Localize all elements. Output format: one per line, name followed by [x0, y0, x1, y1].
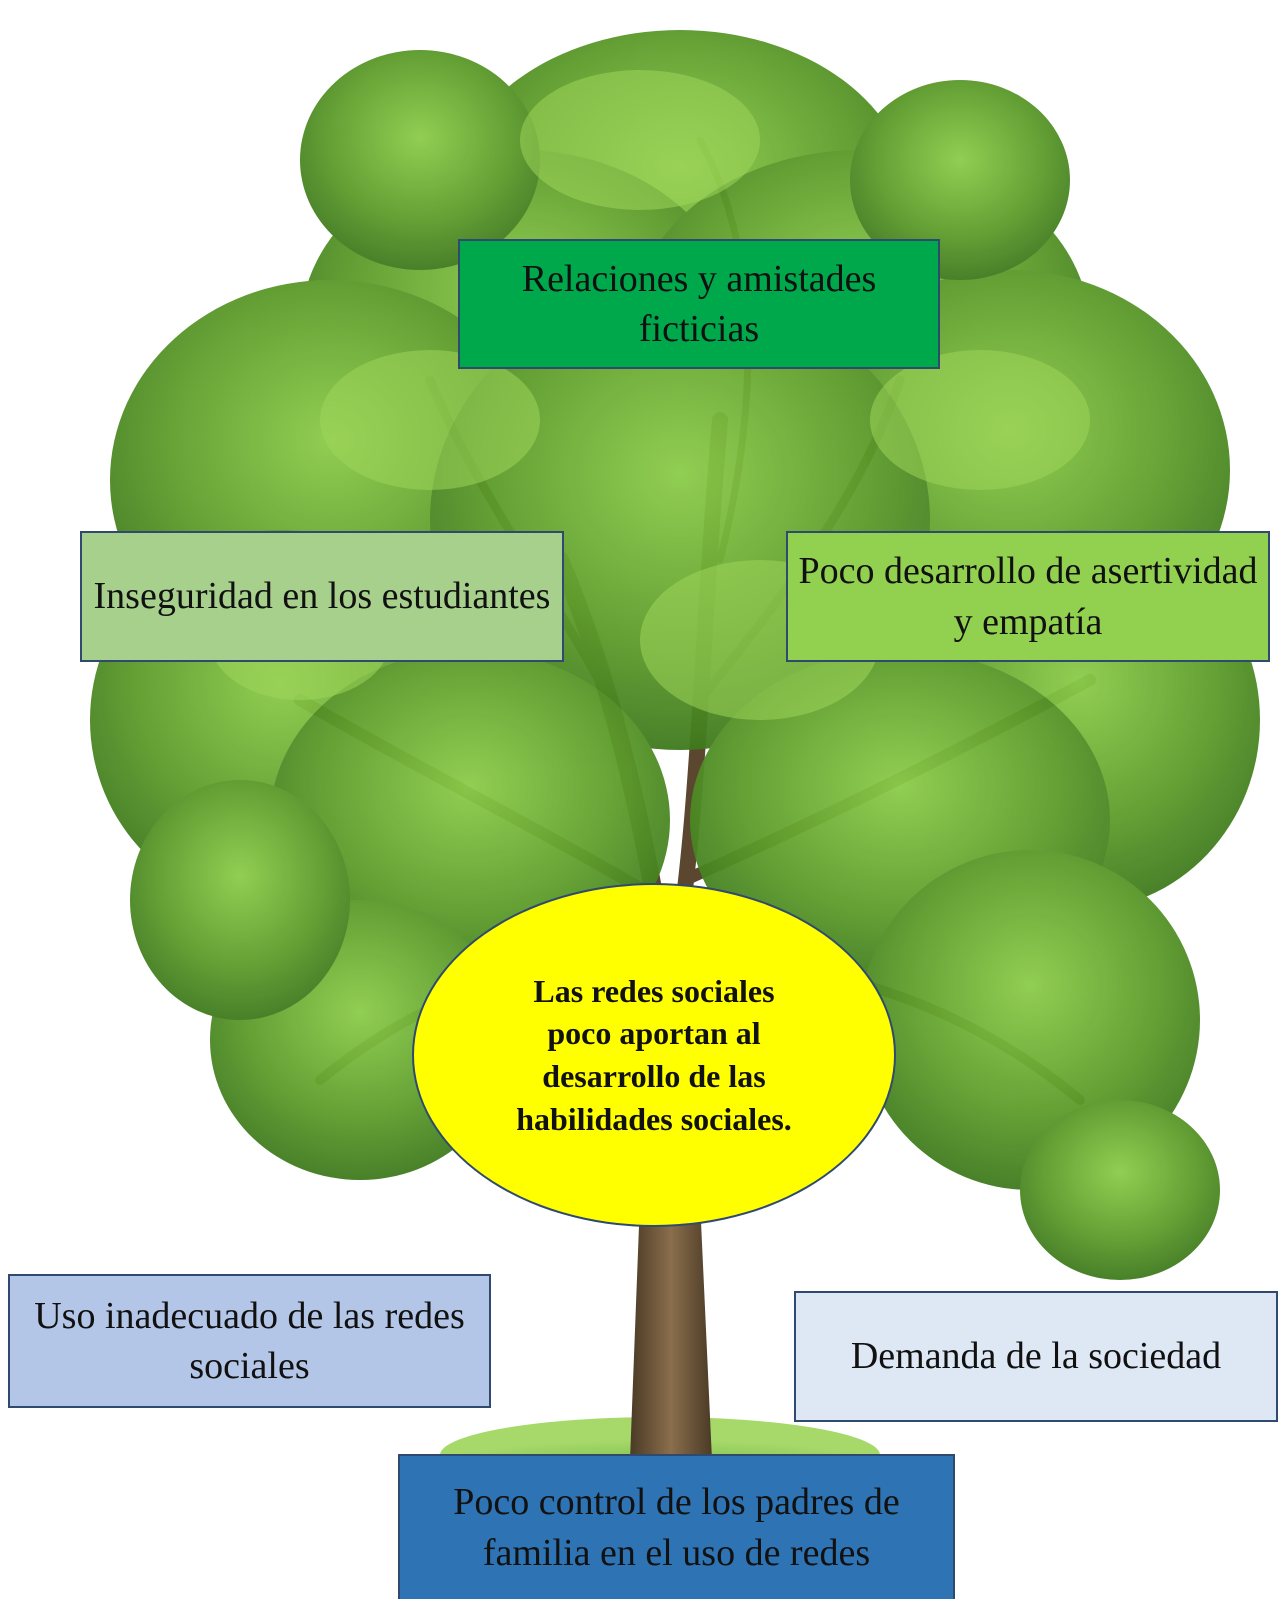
cause-right-text: Demanda de la sociedad	[850, 1335, 1222, 1378]
effect-left-text: Inseguridad en los estudiantes	[93, 575, 551, 618]
effect-box-left: Inseguridad en los estudiantes	[80, 531, 564, 662]
effect-right-text: Poco desarrollo de asertividad y empatía	[798, 550, 1258, 643]
cause-box-bottom: Poco control de los padres de familia en…	[398, 1454, 955, 1599]
effect-top-text: Relaciones y amistades ficticias	[521, 257, 877, 350]
effect-box-top: Relaciones y amistades ficticias	[458, 239, 940, 369]
cause-box-right: Demanda de la sociedad	[794, 1291, 1278, 1422]
effect-box-right: Poco desarrollo de asertividad y empatía	[786, 531, 1270, 662]
central-problem-text: Las redes sociales poco aportan al desar…	[516, 972, 792, 1137]
cause-left-text: Uso inadecuado de las redes sociales	[34, 1294, 465, 1387]
cause-box-left: Uso inadecuado de las redes sociales	[8, 1274, 491, 1408]
cause-bottom-text: Poco control de los padres de familia en…	[453, 1481, 900, 1574]
central-problem-ellipse: Las redes sociales poco aportan al desar…	[412, 883, 896, 1227]
